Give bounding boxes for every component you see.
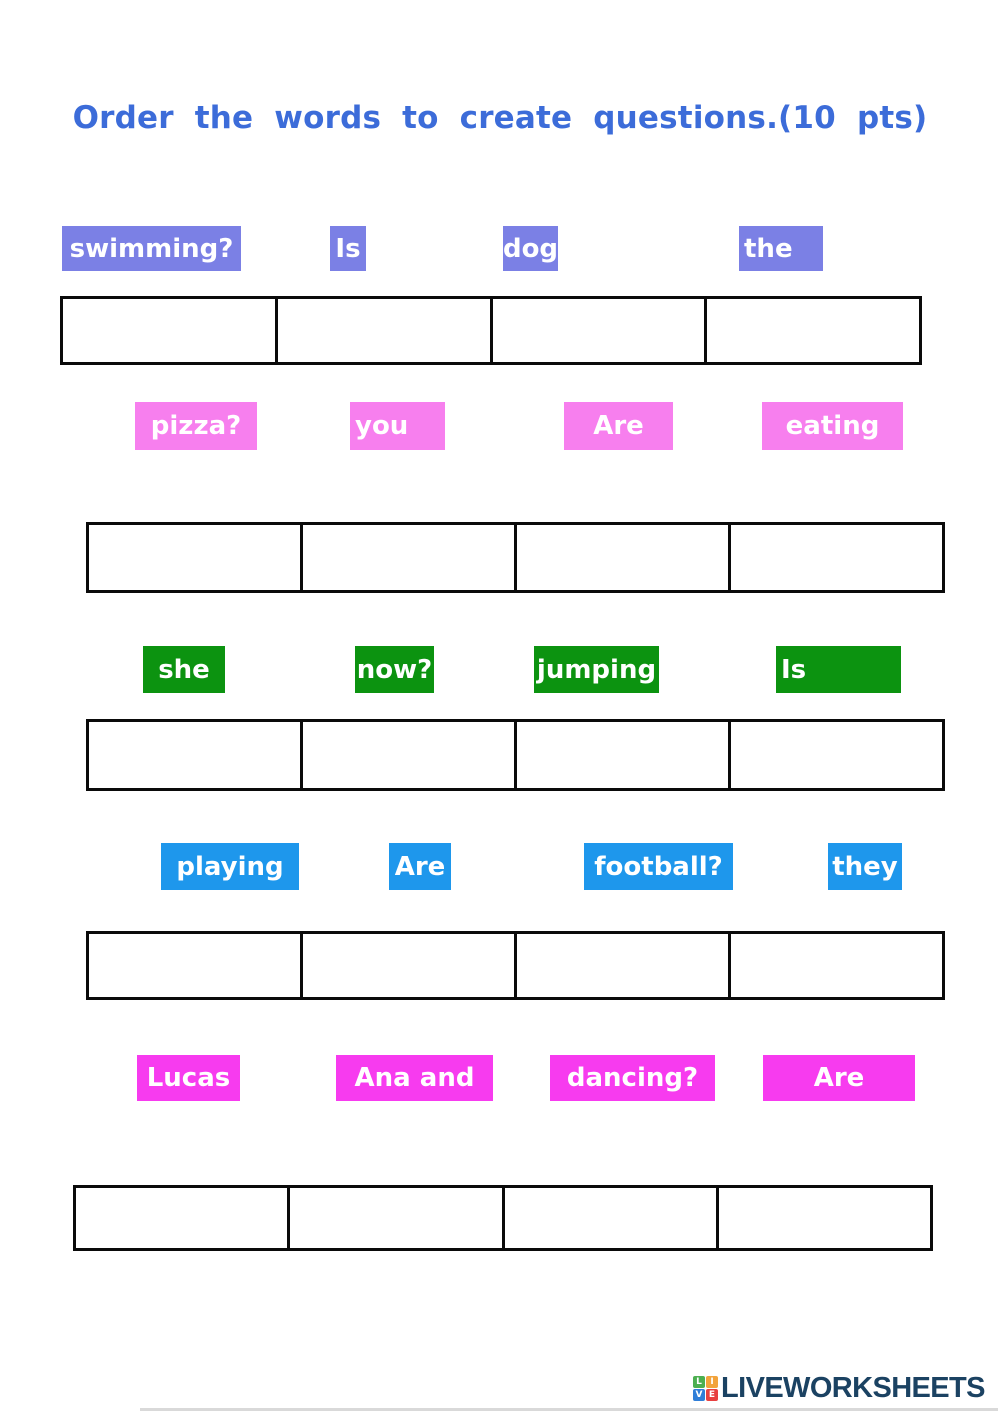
answer-cell[interactable]	[303, 934, 517, 997]
answer-cell[interactable]	[517, 525, 731, 590]
word-chip-ana-and[interactable]: Ana and	[336, 1055, 493, 1101]
logo-letter-v: V	[693, 1389, 705, 1401]
answer-cell[interactable]	[731, 722, 942, 788]
answer-row-3	[86, 719, 945, 791]
word-chip-football[interactable]: football?	[584, 843, 733, 890]
answer-cell[interactable]	[76, 1188, 291, 1248]
liveworksheets-logo-icon: L I V E	[693, 1376, 718, 1401]
page-bottom-divider	[140, 1408, 998, 1411]
word-chip-you[interactable]: you	[350, 402, 445, 450]
answer-cell[interactable]	[278, 299, 493, 362]
answer-cell[interactable]	[505, 1188, 719, 1248]
word-chip-are-1[interactable]: Are	[564, 402, 673, 450]
answer-cell[interactable]	[731, 934, 942, 997]
word-chip-she[interactable]: she	[143, 646, 225, 693]
logo-letter-e: E	[706, 1389, 718, 1401]
word-chip-now[interactable]: now?	[355, 646, 434, 693]
word-chip-are-3[interactable]: Are	[763, 1055, 915, 1101]
answer-cell[interactable]	[303, 525, 517, 590]
liveworksheets-footer: L I V E LIVEWORKSHEETS	[693, 1372, 986, 1405]
word-chip-dog[interactable]: dog	[503, 226, 558, 271]
word-chip-lucas[interactable]: Lucas	[137, 1055, 240, 1101]
word-chip-pizza[interactable]: pizza?	[135, 402, 257, 450]
word-chip-the[interactable]: the	[739, 226, 823, 271]
answer-cell[interactable]	[731, 525, 942, 590]
word-chip-dancing[interactable]: dancing?	[550, 1055, 715, 1101]
word-chip-eating[interactable]: eating	[762, 402, 903, 450]
word-chip-they[interactable]: they	[828, 843, 902, 890]
answer-cell[interactable]	[719, 1188, 930, 1248]
answer-cell[interactable]	[89, 722, 303, 788]
page-title: Order the words to create questions.(10 …	[72, 100, 928, 136]
word-chip-swimming[interactable]: swimming?	[62, 226, 241, 271]
answer-cell[interactable]	[517, 722, 731, 788]
word-chip-playing[interactable]: playing	[161, 843, 299, 890]
answer-row-2	[86, 522, 945, 593]
answer-row-1	[60, 296, 922, 365]
answer-cell[interactable]	[89, 934, 303, 997]
answer-cell[interactable]	[303, 722, 517, 788]
answer-cell[interactable]	[493, 299, 708, 362]
answer-cell[interactable]	[63, 299, 278, 362]
answer-row-5	[73, 1185, 933, 1251]
logo-letter-i: I	[706, 1376, 718, 1388]
answer-cell[interactable]	[290, 1188, 505, 1248]
logo-letter-l: L	[693, 1376, 705, 1388]
word-chip-are-2[interactable]: Are	[389, 843, 451, 890]
liveworksheets-wordmark: LIVEWORKSHEETS	[721, 1372, 986, 1404]
answer-cell[interactable]	[517, 934, 731, 997]
word-chip-is-1[interactable]: Is	[330, 226, 366, 271]
word-chip-jumping[interactable]: jumping	[534, 646, 659, 693]
word-chip-is-2[interactable]: Is	[776, 646, 901, 693]
answer-row-4	[86, 931, 945, 1000]
answer-cell[interactable]	[89, 525, 303, 590]
answer-cell[interactable]	[707, 299, 919, 362]
